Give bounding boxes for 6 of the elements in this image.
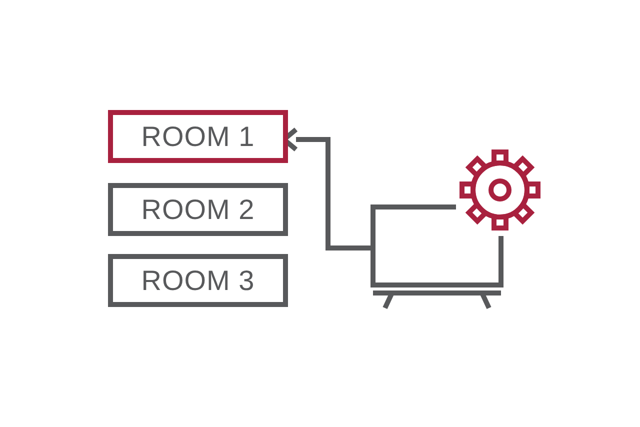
room-label: ROOM 3 [141, 264, 255, 296]
room-label: ROOM 1 [141, 120, 255, 152]
room-box [108, 183, 288, 236]
room-box [108, 110, 288, 163]
room-box [108, 254, 288, 307]
room-label: ROOM 2 [141, 194, 255, 226]
